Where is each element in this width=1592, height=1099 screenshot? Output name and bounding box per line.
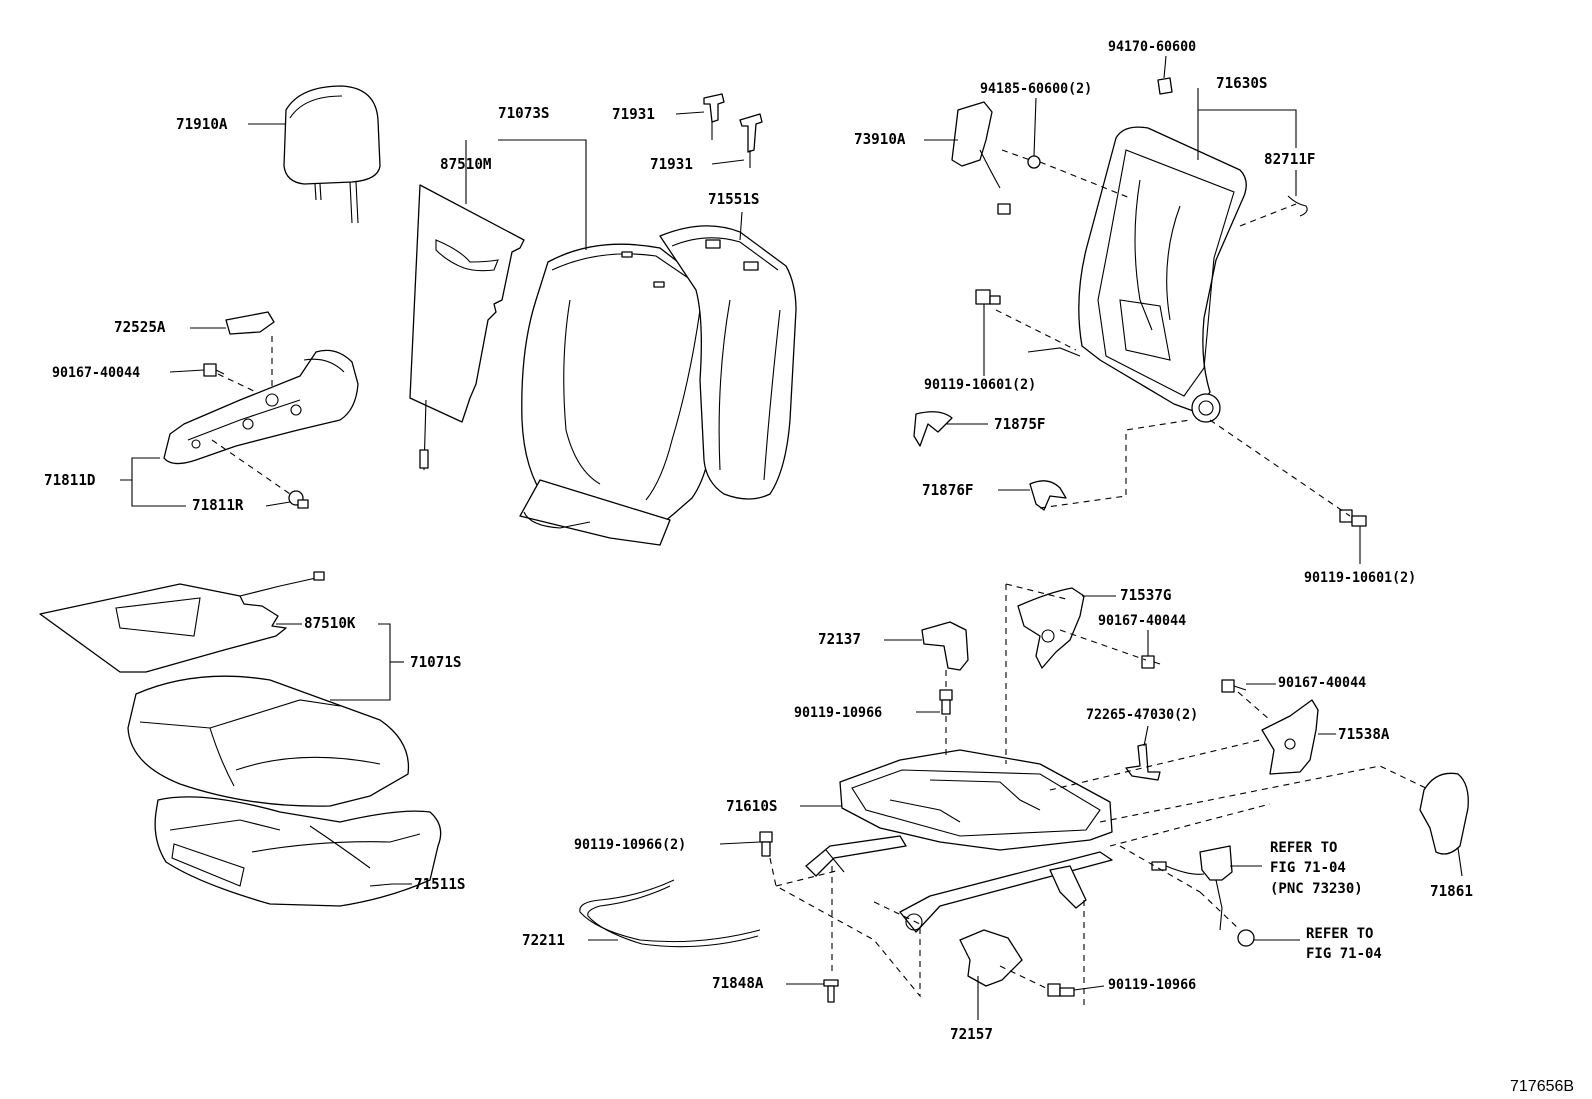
label-71071S: 71071S xyxy=(410,653,462,671)
bolt-90119-10966-b xyxy=(759,831,773,857)
cover-71538A xyxy=(1261,699,1319,775)
bolt-90167-40044-b xyxy=(1141,655,1161,669)
cover-71861 xyxy=(1419,772,1469,855)
seat-cover-71071S xyxy=(127,675,410,807)
seatbelt-buckle xyxy=(1151,845,1233,931)
label-71537G: 71537G xyxy=(1120,586,1172,604)
label-71073S: 71073S xyxy=(498,104,550,122)
label-71630S: 71630S xyxy=(1216,74,1268,92)
label-71910A: 71910A xyxy=(176,115,228,133)
leader-lines xyxy=(120,55,1463,1020)
nut-refer xyxy=(1237,929,1255,947)
side-airbag-73910A xyxy=(951,101,1011,215)
bolt-90119-10966-c xyxy=(1047,983,1075,997)
seat-pad-71511S xyxy=(154,796,442,907)
label-72525A: 72525A xyxy=(114,318,166,336)
seatback-cover-71073S xyxy=(519,243,722,546)
label-71875F: 71875F xyxy=(994,415,1046,433)
label-87510M: 87510M xyxy=(440,155,492,173)
assembly-dash-lines xyxy=(211,149,1431,1010)
screw-90167-40044-a xyxy=(203,363,225,377)
label-71551S: 71551S xyxy=(708,190,760,208)
label-71931-a: 71931 xyxy=(612,105,655,123)
refer-note-b-line-2: FIG 71-04 xyxy=(1306,946,1382,963)
label-90167-40044-b: 90167-40044 xyxy=(1098,613,1187,629)
pin-71848A xyxy=(823,979,839,1003)
cover-72157 xyxy=(959,929,1023,987)
label-73910A: 73910A xyxy=(854,130,906,148)
bolt-90119-10966-a xyxy=(939,689,953,715)
label-72211: 72211 xyxy=(522,931,565,949)
label-71538A: 71538A xyxy=(1338,725,1390,743)
label-90119-10601-a: 90119-10601(2) xyxy=(924,377,1037,393)
cap-71811R xyxy=(288,490,309,509)
clip-72265-47030 xyxy=(1125,743,1161,781)
seatback-frame-71630S xyxy=(1027,126,1247,423)
label-94185-60600: 94185-60600(2) xyxy=(980,81,1093,97)
refer-note-a-line-2: FIG 71-04 xyxy=(1270,860,1346,877)
refer-note-b-line-1: REFER TO xyxy=(1306,926,1374,942)
nut-94185-60600 xyxy=(1027,155,1041,169)
side-shield-71811D xyxy=(163,311,359,465)
label-71811R: 71811R xyxy=(192,496,244,514)
wire-72211 xyxy=(579,879,761,948)
headrest-71910A xyxy=(283,85,381,224)
label-72157: 72157 xyxy=(950,1025,993,1043)
refer-note-a-line-3: (PNC 73230) xyxy=(1270,880,1363,897)
clip-82711F xyxy=(1287,195,1308,217)
refer-note-a-line-1: REFER TO xyxy=(1270,840,1338,856)
shield-71537G xyxy=(1017,587,1085,669)
seat-frame-71610S xyxy=(805,749,1113,933)
label-71610S: 71610S xyxy=(726,797,778,815)
nut-94170-60600 xyxy=(1157,77,1173,95)
label-90119-10601-b: 90119-10601(2) xyxy=(1304,570,1417,586)
refer-note-a: REFER TO FIG 71-04 (PNC 73230) xyxy=(1270,838,1363,899)
back-heater-87510M xyxy=(409,184,525,471)
label-71876F: 71876F xyxy=(922,481,974,499)
bolt-90119-10601-b xyxy=(1339,509,1367,527)
label-71848A: 71848A xyxy=(712,974,764,992)
label-90167-40044-a: 90167-40044 xyxy=(52,365,141,381)
refer-note-b: REFER TO FIG 71-04 xyxy=(1306,924,1382,965)
seat-heater-87510K xyxy=(39,571,325,673)
figure-id: 717656B xyxy=(1510,1078,1575,1095)
label-87510K: 87510K xyxy=(304,614,356,632)
cover-72137 xyxy=(921,621,969,671)
seatback-pad-71551S xyxy=(659,225,797,500)
trim-71875F xyxy=(913,411,953,447)
label-71861: 71861 xyxy=(1430,882,1473,900)
label-94170-60600: 94170-60600 xyxy=(1108,39,1197,55)
label-90119-10966-a: 90119-10966 xyxy=(794,705,883,721)
label-90119-10966-c: 90119-10966 xyxy=(1108,977,1197,993)
label-71511S: 71511S xyxy=(414,875,466,893)
label-71811D: 71811D xyxy=(44,471,96,489)
label-72137: 72137 xyxy=(818,630,861,648)
label-90119-10966-b: 90119-10966(2) xyxy=(574,837,687,853)
trim-71876F xyxy=(1029,480,1067,511)
label-72265-47030: 72265-47030(2) xyxy=(1086,707,1199,723)
label-90167-40044-c: 90167-40044 xyxy=(1278,675,1367,691)
label-71931-b: 71931 xyxy=(650,155,693,173)
headrest-guides-71931 xyxy=(703,93,763,168)
bolt-90119-10601-a xyxy=(975,289,1001,305)
label-82711F: 82711F xyxy=(1264,150,1316,168)
bolt-90167-40044-c xyxy=(1221,679,1247,693)
